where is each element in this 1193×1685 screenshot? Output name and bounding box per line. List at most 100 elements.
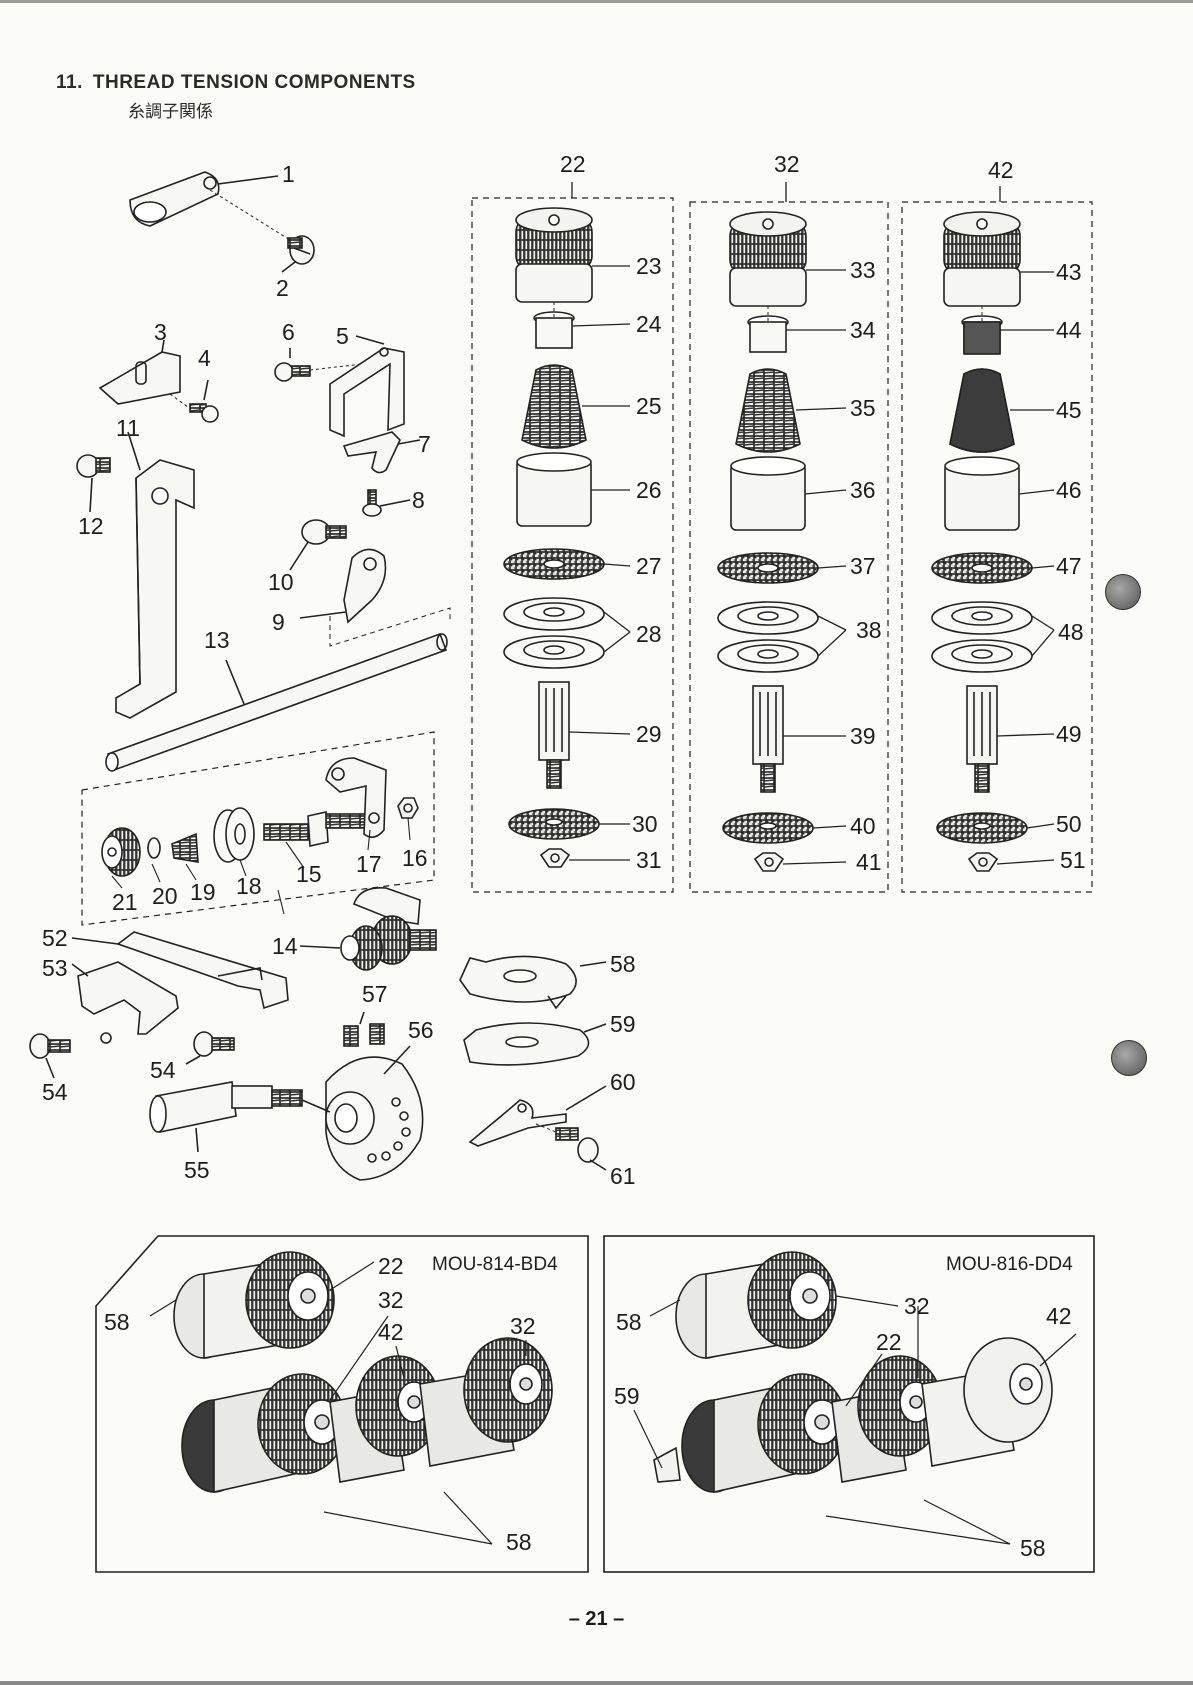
callout-44: 44 [1056,317,1082,343]
part-18-discs [214,808,254,862]
tension-stack-42 [932,212,1032,871]
callout-33: 33 [850,257,876,283]
part-3-plate [100,340,180,404]
callout-9: 9 [272,609,285,635]
model-814-name: MOU-814-BD4 [432,1254,558,1275]
callout-18: 18 [236,873,262,899]
page-number: 21 [585,1608,607,1630]
callout-20: 20 [152,883,178,909]
callout-54-right: 54 [150,1057,176,1083]
callout-32: 32 [774,151,800,177]
callout-48: 48 [1058,619,1084,645]
binder-hole-top [1105,574,1141,610]
model-816-callout-42: 42 [1046,1303,1072,1329]
callout-43: 43 [1056,259,1082,285]
callout-51: 51 [1060,847,1086,873]
callout-50: 50 [1056,811,1082,837]
callout-2: 2 [276,275,289,301]
callout-1: 1 [282,161,295,187]
callout-52: 52 [42,925,68,951]
part-10-screw [290,520,346,570]
callout-25: 25 [636,393,662,419]
model-816-callout-22: 22 [876,1329,902,1355]
part-8-screw [363,490,410,516]
callout-21: 21 [112,889,138,915]
tension-stack-32 [718,212,818,871]
callout-58: 58 [610,951,636,977]
model-816-name: MOU-816-DD4 [946,1254,1073,1275]
part-2-screw [282,236,314,272]
callout-4: 4 [198,345,211,371]
callout-5: 5 [336,323,349,349]
callout-24: 24 [636,311,662,337]
model-814-callout-22: 22 [378,1253,404,1279]
callout-57: 57 [362,981,388,1007]
callout-59: 59 [610,1011,636,1037]
callout-7: 7 [418,431,431,457]
callout-39: 39 [850,723,876,749]
part-5-bracket [330,336,404,436]
part-19-spring [172,834,198,862]
callout-38: 38 [856,617,882,643]
callout-12: 12 [78,513,104,539]
part-12-screw [77,455,110,512]
callout-49: 49 [1056,721,1082,747]
callout-34: 34 [850,317,876,343]
page-bottom-edge [0,1681,1193,1685]
callout-16: 16 [402,845,428,871]
callout-17: 17 [356,851,382,877]
callout-54-left: 54 [42,1079,68,1105]
callout-11: 11 [116,415,140,441]
callout-61: 61 [610,1163,636,1189]
callout-53: 53 [42,955,68,981]
callout-41: 41 [856,849,882,875]
callout-3: 3 [154,319,167,345]
part-58-plate [460,956,606,1008]
callout-31: 31 [636,847,662,873]
part-14-assembly [300,888,436,970]
callout-55: 55 [184,1157,210,1183]
model-814-callout-58a: 58 [104,1309,130,1335]
part-60-lever [470,1086,606,1146]
callout-37: 37 [850,553,876,579]
part-54-screw-left [30,1034,70,1078]
callout-23: 23 [636,253,662,279]
callout-8: 8 [412,487,425,513]
callout-14: 14 [272,933,298,959]
model-816-callout-32: 32 [904,1293,930,1319]
callout-60: 60 [610,1069,636,1095]
callout-19: 19 [190,879,216,905]
part-11-stand [116,432,194,718]
callout-30: 30 [632,811,658,837]
model-816-callout-59: 59 [614,1383,640,1409]
binder-hole-bottom [1111,1040,1147,1076]
callout-35: 35 [850,395,876,421]
model-814-callout-58b: 58 [506,1529,532,1555]
model-814-callout-32b: 32 [510,1313,536,1339]
model-814-callout-42: 42 [378,1319,404,1345]
part-7-hook [344,432,420,473]
part-55-shaft [150,1082,302,1152]
dark-spring-45 [950,322,1014,452]
callout-26: 26 [636,477,662,503]
part-57-set-screws [344,1012,384,1046]
tension-stack-22 [504,208,604,867]
callout-36: 36 [850,477,876,503]
callout-47: 47 [1056,553,1082,579]
part-21-knob [102,828,140,876]
part-56-cam [302,1046,423,1180]
part-59-plate [464,1023,606,1065]
model-816-callout-58b: 58 [1020,1535,1046,1561]
callout-10: 10 [268,569,294,595]
callout-42: 42 [988,157,1014,183]
callout-28: 28 [636,621,662,647]
callout-46: 46 [1056,477,1082,503]
callout-29: 29 [636,721,662,747]
part-61-screw [536,1124,606,1170]
part-53-guide [72,962,178,1043]
callout-56: 56 [408,1017,434,1043]
part-1-pin [130,172,290,240]
callout-45: 45 [1056,397,1082,423]
part-9-guide [300,549,450,646]
